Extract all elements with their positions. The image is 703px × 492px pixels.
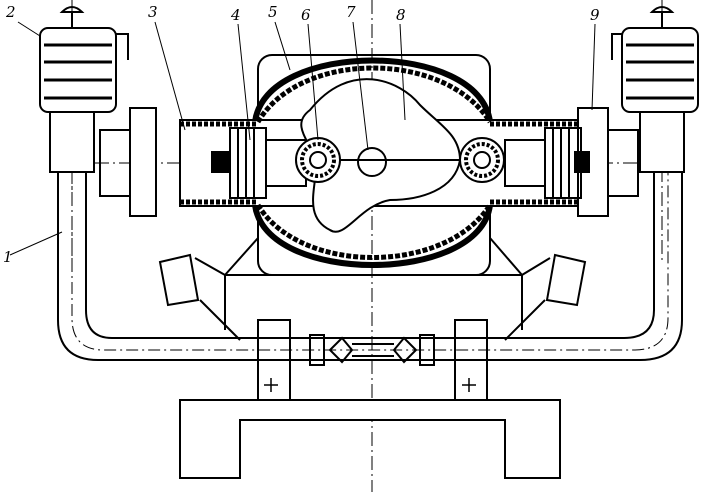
label-7: 7	[346, 3, 356, 21]
centre-valves	[309, 334, 435, 366]
pipe	[57, 172, 683, 361]
right-solenoid-valve	[611, 6, 699, 173]
right-piston	[504, 127, 590, 199]
label-9: 9	[590, 6, 600, 24]
housing-ring	[252, 57, 493, 268]
leader-lines	[9, 21, 596, 256]
base-frame	[179, 399, 561, 479]
left-bracket	[158, 253, 241, 341]
right-bracket	[504, 253, 587, 341]
label-2: 2	[6, 3, 16, 21]
label-6: 6	[301, 6, 311, 24]
left-bearing	[295, 137, 341, 183]
label-8: 8	[396, 6, 406, 24]
label-1: 1	[3, 248, 13, 266]
label-5: 5	[268, 3, 278, 21]
label-3: 3	[148, 3, 158, 21]
left-flange	[129, 107, 157, 217]
left-solenoid-valve	[39, 6, 129, 173]
cam-shaft-7	[357, 147, 387, 177]
label-4: 4	[231, 6, 241, 24]
housing-base	[224, 237, 525, 276]
right-bearing	[459, 137, 505, 183]
